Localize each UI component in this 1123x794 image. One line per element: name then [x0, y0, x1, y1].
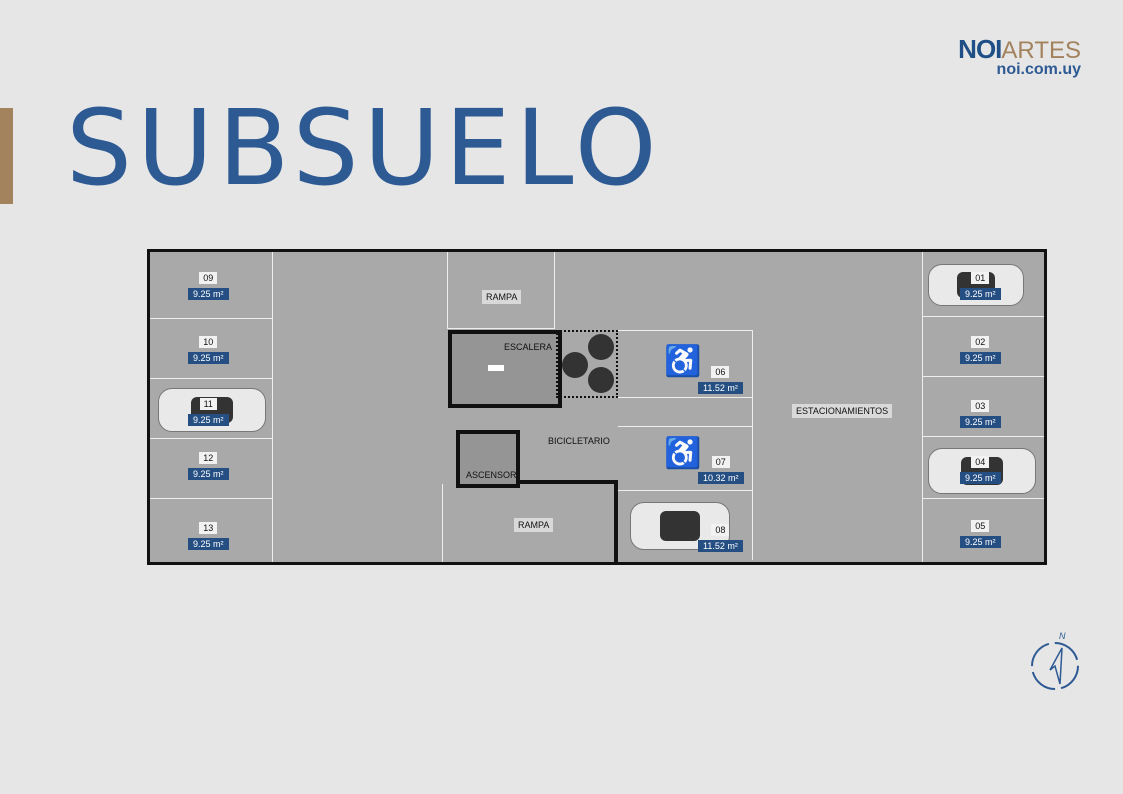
- svg-text:N: N: [1059, 631, 1066, 641]
- plan-line: [922, 376, 1044, 377]
- plan-line: [922, 316, 1044, 317]
- label-estacionamientos: ESTACIONAMIENTOS: [792, 404, 893, 418]
- spot-area-badge: 9.25 m²: [960, 536, 1001, 548]
- parking-spot-09[interactable]: 09 9.25 m²: [188, 268, 229, 300]
- spot-number: 05: [971, 520, 990, 532]
- parking-spot-04[interactable]: 04 9.25 m²: [960, 452, 1001, 484]
- floor-plan: RAMPA ESCALERA BICICLETARIO ASCENSOR RAM…: [147, 249, 1047, 565]
- spot-area-badge: 9.25 m²: [960, 288, 1001, 300]
- spot-number: 06: [711, 366, 730, 378]
- logo-brand-light: ARTES: [1001, 37, 1081, 64]
- spot-area-badge: 9.25 m²: [960, 416, 1001, 428]
- spot-area-badge: 9.25 m²: [188, 352, 229, 364]
- spot-area-badge: 9.25 m²: [960, 352, 1001, 364]
- tank-icon: [588, 367, 614, 393]
- plan-line: [447, 328, 555, 329]
- spot-number: 11: [199, 398, 217, 410]
- plan-line: [150, 318, 272, 319]
- wheelchair-icon: ♿: [664, 345, 702, 378]
- spot-number: 07: [711, 456, 730, 468]
- label-bicicletario: BICICLETARIO: [548, 436, 610, 446]
- plan-line: [614, 480, 618, 562]
- label-rampa-bottom: RAMPA: [514, 518, 554, 532]
- spot-number: 12: [199, 452, 218, 464]
- plan-line: [516, 480, 618, 484]
- plan-line: [618, 426, 753, 427]
- plan-line: [456, 430, 520, 488]
- plan-line: [922, 498, 1044, 499]
- parking-spot-08[interactable]: 08 11.52 m²: [698, 520, 743, 552]
- plan-line: [150, 438, 272, 439]
- plan-line: [150, 498, 272, 499]
- label-escalera: ESCALERA: [504, 342, 553, 352]
- parking-spot-02[interactable]: 02 9.25 m²: [960, 332, 1001, 364]
- parking-spot-07[interactable]: 07 10.32 m²: [698, 452, 744, 484]
- parking-spot-12[interactable]: 12 9.25 m²: [188, 448, 229, 480]
- parking-spot-06[interactable]: 06 11.52 m²: [698, 362, 743, 394]
- plan-line: [922, 436, 1044, 437]
- logo-url: noi.com.uy: [996, 61, 1081, 78]
- plan-line: [752, 330, 753, 560]
- spot-number: 04: [971, 456, 990, 468]
- logo: NOIARTES noi.com.uy: [958, 34, 1081, 79]
- tank-icon: [562, 352, 588, 378]
- spot-area-badge: 9.25 m²: [188, 414, 229, 426]
- page-title: SUBSUELO: [66, 87, 662, 209]
- spot-number: 08: [711, 524, 730, 536]
- plan-line: [150, 378, 272, 379]
- logo-brand: NOI: [958, 34, 1002, 64]
- plan-line: [922, 252, 923, 562]
- stair-landing: [488, 365, 504, 371]
- spot-number: 13: [199, 522, 218, 534]
- spot-area-badge: 9.25 m²: [188, 288, 229, 300]
- compass-icon: N: [1031, 631, 1079, 690]
- tank-area: [556, 330, 618, 398]
- spot-area-badge: 9.25 m²: [188, 468, 229, 480]
- spot-area-badge: 11.52 m²: [698, 382, 743, 394]
- parking-spot-11[interactable]: 11 9.25 m²: [188, 394, 229, 426]
- spot-area-badge: 9.25 m²: [188, 538, 229, 550]
- spot-area-badge: 11.52 m²: [698, 540, 743, 552]
- accent-bar: [0, 108, 13, 204]
- spot-number: 03: [971, 400, 990, 412]
- plan-line: [272, 252, 273, 562]
- wheelchair-icon: ♿: [664, 437, 702, 470]
- plan-line: [618, 330, 753, 331]
- tank-icon: [588, 334, 614, 360]
- spot-number: 09: [199, 272, 218, 284]
- spot-number: 10: [199, 336, 218, 348]
- parking-spot-10[interactable]: 10 9.25 m²: [188, 332, 229, 364]
- plan-line: [554, 252, 555, 328]
- spot-area-badge: 10.32 m²: [698, 472, 744, 484]
- spot-number: 01: [971, 272, 990, 284]
- plan-line: [618, 490, 753, 491]
- spot-number: 02: [971, 336, 990, 348]
- parking-spot-03[interactable]: 03 9.25 m²: [960, 396, 1001, 428]
- spot-area-badge: 9.25 m²: [960, 472, 1001, 484]
- label-rampa-top: RAMPA: [482, 290, 522, 304]
- plan-line: [618, 397, 753, 398]
- parking-spot-05[interactable]: 05 9.25 m²: [960, 516, 1001, 548]
- label-ascensor: ASCENSOR: [466, 470, 517, 480]
- plan-line: [447, 252, 448, 328]
- parking-spot-13[interactable]: 13 9.25 m²: [188, 518, 229, 550]
- plan-line: [448, 330, 562, 408]
- parking-spot-01[interactable]: 01 9.25 m²: [960, 268, 1001, 300]
- plan-line: [442, 484, 443, 562]
